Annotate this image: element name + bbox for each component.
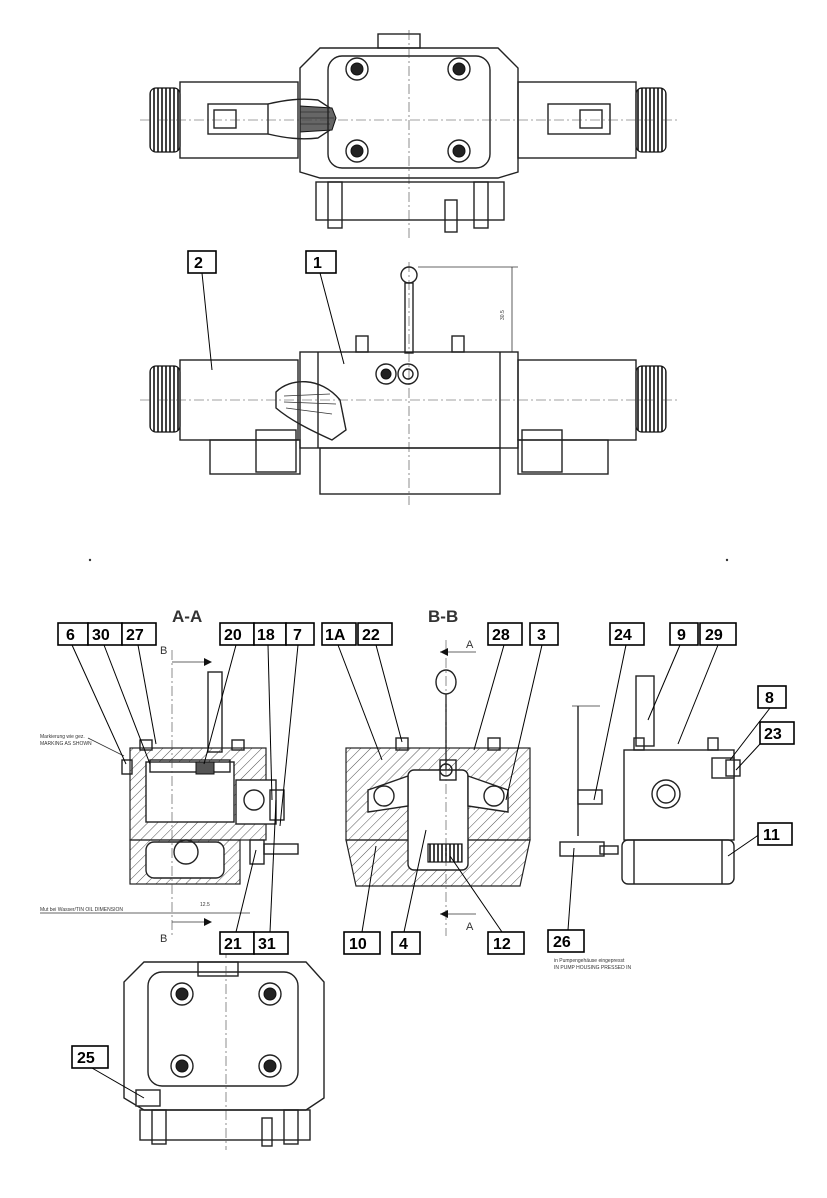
bolt-group-top xyxy=(345,57,471,163)
section-marker-b-bottom: B xyxy=(160,933,167,945)
aa-dimension: 12.5 xyxy=(200,902,210,908)
bottom-view xyxy=(123,948,325,1150)
callout-26: 26 xyxy=(547,929,585,953)
svg-text:6: 6 xyxy=(66,627,75,644)
callout-25: 25 xyxy=(71,1045,109,1069)
top-view xyxy=(140,30,680,240)
callout-8: 8 xyxy=(757,685,787,709)
svg-text:22: 22 xyxy=(362,627,380,644)
callout-4: 4 xyxy=(391,931,421,955)
callout-21: 21 xyxy=(219,931,255,955)
callout-23: 23 xyxy=(759,721,795,745)
callout-12: 12 xyxy=(487,931,525,955)
callout-28: 28 xyxy=(487,622,523,646)
callout-10: 10 xyxy=(343,931,381,955)
svg-text:12: 12 xyxy=(493,936,511,953)
section-bb-view: B-B A A xyxy=(345,607,531,936)
svg-text:23: 23 xyxy=(764,726,782,743)
callout-7: 7 xyxy=(285,622,315,646)
callout-27: 27 xyxy=(121,622,157,646)
svg-text:21: 21 xyxy=(224,936,242,953)
leader-lines xyxy=(71,272,771,1099)
section-aa-view: A-A B B Markierung wie gez. MARKING AS S… xyxy=(40,607,299,945)
svg-text:1: 1 xyxy=(313,255,322,272)
callout-18: 18 xyxy=(253,622,287,646)
svg-text:9: 9 xyxy=(677,627,686,644)
svg-text:10: 10 xyxy=(349,936,367,953)
callout-1a: 1A xyxy=(321,622,357,646)
callout-3: 3 xyxy=(529,622,559,646)
callout-11: 11 xyxy=(757,822,793,846)
svg-text:26: 26 xyxy=(553,934,571,951)
callout-31: 31 xyxy=(253,931,289,955)
svg-text:18: 18 xyxy=(257,627,275,644)
front-view: 30.5 xyxy=(140,262,680,505)
section-marker-a-top: A xyxy=(466,639,474,651)
svg-text:2: 2 xyxy=(194,255,203,272)
callout-6: 6 xyxy=(57,622,89,646)
callout-30: 30 xyxy=(87,622,123,646)
svg-text:11: 11 xyxy=(763,827,780,844)
pressed-in-note-en: IN PUMP HOUSING PRESSED IN xyxy=(554,965,632,971)
callout-9: 9 xyxy=(669,622,699,646)
svg-text:3: 3 xyxy=(537,627,546,644)
svg-text:7: 7 xyxy=(293,627,302,644)
svg-text:28: 28 xyxy=(492,627,510,644)
svg-text:1A: 1A xyxy=(325,627,346,644)
callout-1: 1 xyxy=(305,250,337,274)
svg-text:31: 31 xyxy=(258,936,276,953)
svg-text:4: 4 xyxy=(399,936,408,953)
marking-note-de: Markierung wie gez. xyxy=(40,734,85,740)
section-marker-b-top: B xyxy=(160,645,167,657)
section-aa-title: A-A xyxy=(172,607,202,626)
callout-24: 24 xyxy=(609,622,645,646)
lever-dimension: 30.5 xyxy=(500,310,506,320)
svg-text:20: 20 xyxy=(224,627,242,644)
side-view: in Pumpengehäuse eingepresst IN PUMP HOU… xyxy=(554,675,741,971)
pressed-in-note-de: in Pumpengehäuse eingepresst xyxy=(554,958,625,964)
section-marker-a-bottom: A xyxy=(466,921,474,933)
marking-note-en: MARKING AS SHOWN xyxy=(40,741,92,747)
callout-20: 20 xyxy=(219,622,255,646)
svg-text:29: 29 xyxy=(705,627,723,644)
svg-text:30: 30 xyxy=(92,627,110,644)
section-bb-title: B-B xyxy=(428,607,458,626)
svg-text:8: 8 xyxy=(765,690,774,707)
callout-22: 22 xyxy=(357,622,393,646)
svg-text:27: 27 xyxy=(126,627,144,644)
callout-2: 2 xyxy=(187,250,217,274)
svg-text:24: 24 xyxy=(614,627,632,644)
svg-text:25: 25 xyxy=(77,1050,95,1067)
callout-29: 29 xyxy=(699,622,737,646)
dimension-note: Mut bei Wasser/TIN OIL DIMENSION xyxy=(40,907,123,913)
